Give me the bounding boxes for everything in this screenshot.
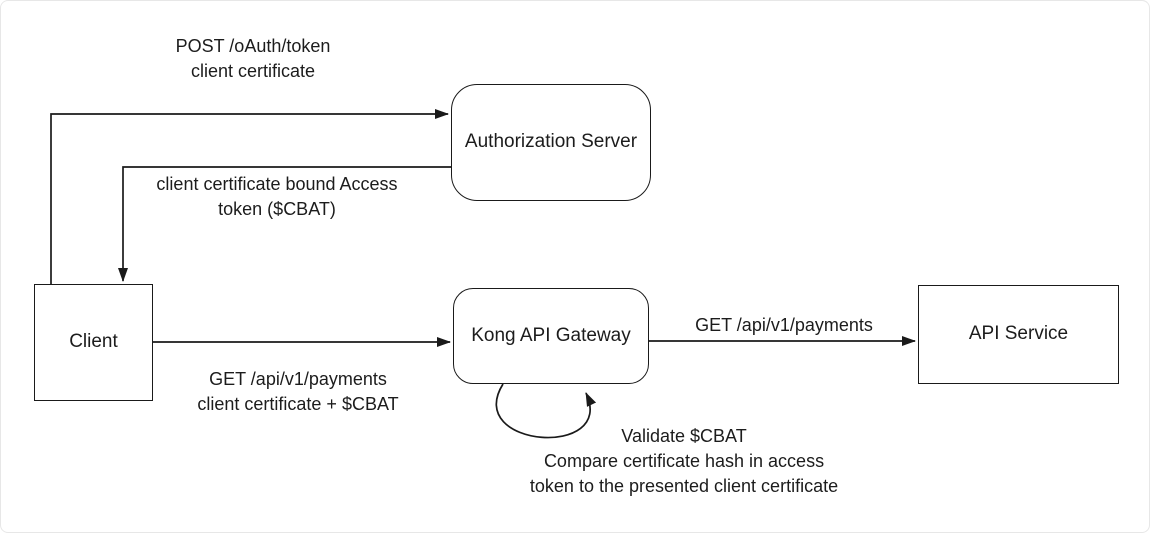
edge-label-line: POST /oAuth/token <box>175 36 331 56</box>
edge-label-line: client certificate <box>190 61 316 81</box>
edge-label-get-payments-gateway: GET /api/v1/payments <box>695 313 873 338</box>
edge-label-line: client certificate bound Access <box>156 174 398 194</box>
edge-label-line: token ($CBAT) <box>218 199 336 219</box>
edge-label-line: GET /api/v1/payments <box>695 315 873 335</box>
edge-label-post-token: POST /oAuth/token client certificate <box>176 34 331 84</box>
edge-label-line: GET /api/v1/payments <box>209 369 387 389</box>
node-kong-api-gateway-label: Kong API Gateway <box>471 324 631 346</box>
edge-label-line: token to the presented client certificat… <box>529 476 839 496</box>
node-api-service-label: API Service <box>968 323 1069 345</box>
edge-label-line: client certificate + $CBAT <box>197 394 399 414</box>
edge-label-line: Compare certificate hash in access <box>543 451 825 471</box>
edge-label-cbat-return: client certificate bound Access token ($… <box>156 172 397 222</box>
node-kong-api-gateway: Kong API Gateway <box>453 288 649 384</box>
node-authorization-server-label: Authorization Server <box>464 131 638 153</box>
edge-label-validate-loop: Validate $CBAT Compare certificate hash … <box>530 424 838 499</box>
edge-label-get-payments-client: GET /api/v1/payments client certificate … <box>197 367 398 417</box>
node-client-label: Client <box>69 331 118 353</box>
edge-label-line: Validate $CBAT <box>621 426 747 446</box>
node-api-service: API Service <box>918 285 1119 384</box>
node-client: Client <box>34 284 153 401</box>
node-authorization-server: Authorization Server <box>451 84 651 201</box>
